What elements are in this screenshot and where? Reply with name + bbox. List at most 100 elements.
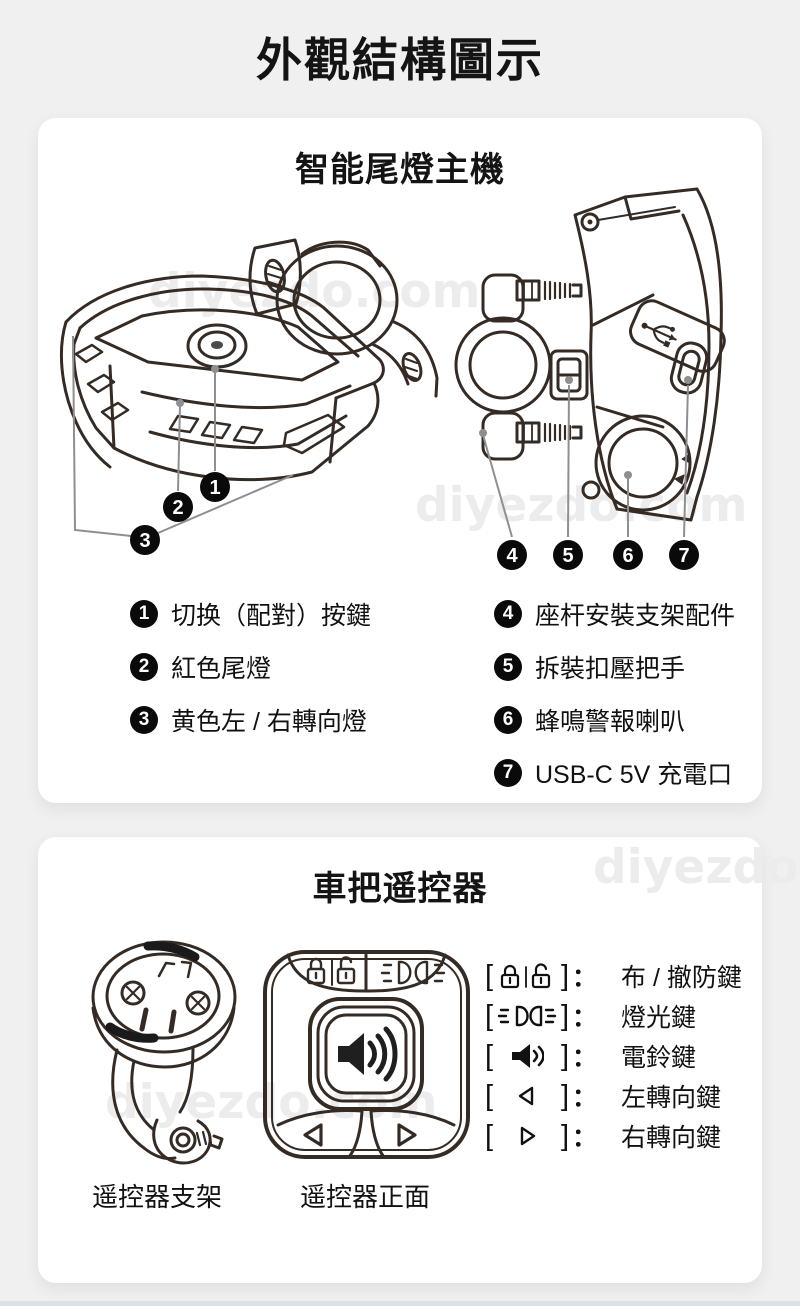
arrow-left-icon <box>515 1085 539 1107</box>
headlight-icon <box>380 960 446 985</box>
callout-3: 3 <box>130 525 160 555</box>
callout-badge: 3 <box>130 706 158 734</box>
right-turn-lens-drawing <box>282 413 346 455</box>
legend-item-5: 5 拆裝扣壓把手 <box>494 649 735 685</box>
callout-2: 2 <box>163 492 193 522</box>
arrow-left-icon <box>303 1123 323 1147</box>
svg-text:5: 5 <box>562 545 573 567</box>
bracket-open: [ <box>485 1039 494 1072</box>
legend-left-turn: [ ] ： 左轉向鍵 <box>485 1078 742 1114</box>
remote-section-card: diyezdo.com 車把遥控器 <box>38 837 762 1283</box>
svg-text:6: 6 <box>622 545 633 567</box>
caption-remote-front: 遥控器正面 <box>299 1182 430 1212</box>
colon: ： <box>572 1004 598 1032</box>
taillight-back-illustration: 4 5 6 7 <box>454 187 726 570</box>
bracket-close: ] <box>560 959 569 992</box>
remote-button-legend: [ <box>485 958 742 1154</box>
callout-4: 4 <box>497 540 527 570</box>
bracket-open: [ <box>485 959 494 992</box>
legend-item-6: 6 蜂鳴警報喇叭 <box>494 702 735 738</box>
arrow-right-icon <box>397 1123 417 1147</box>
legend-right-turn: [ ] ： 右轉向鍵 <box>485 1118 742 1154</box>
taillight-section-title: 智能尾燈主機 <box>295 151 505 189</box>
rail-marks <box>157 960 193 979</box>
button-label: 燈光鍵 <box>621 1004 697 1032</box>
buzzer-drawing <box>594 414 692 512</box>
legend-label: 切换（配對）按鍵 <box>171 602 372 630</box>
colon: ： <box>572 964 598 992</box>
callout-7: 7 <box>669 540 699 570</box>
arrow-right-icon <box>515 1125 539 1147</box>
lock-pair-icon <box>306 956 356 986</box>
remote-section-title: 車把遥控器 <box>312 870 488 908</box>
button-label: 左轉向鍵 <box>621 1084 722 1112</box>
button-label: 電鈴鍵 <box>621 1044 697 1072</box>
callout-1: 1 <box>200 472 230 502</box>
legend-label: 黄色左 / 右轉向燈 <box>171 708 367 736</box>
bracket-close: ] <box>560 1119 569 1152</box>
turn-buttons-drawing <box>276 1109 456 1159</box>
arm-disarm-button-drawing <box>286 953 447 993</box>
taillight-front-illustration: 1 2 3 <box>59 238 439 555</box>
legend-light: [ ] ： 燈光鍵 <box>485 998 742 1034</box>
taillight-legend-left: 1 切换（配對）按鍵 2 紅色尾燈 3 黄色左 / 右轉向燈 <box>130 596 371 738</box>
colon: ： <box>572 1124 598 1152</box>
legend-item-2: 2 紅色尾燈 <box>130 649 371 685</box>
svg-text:1: 1 <box>209 477 220 499</box>
legend-label: 拆裝扣壓把手 <box>535 655 686 683</box>
callout-badge: 1 <box>130 600 158 628</box>
left-turn-lens-drawing <box>74 343 130 422</box>
bracket-screw-right <box>185 990 211 1016</box>
legend-label: 紅色尾燈 <box>171 655 272 683</box>
handlebar-clamp-drawing <box>248 238 439 398</box>
bell-button-drawing <box>308 997 424 1111</box>
callout-5: 5 <box>553 540 583 570</box>
legend-label: 座杆安裝支架配件 <box>535 602 736 630</box>
callout-badge: 4 <box>494 600 522 628</box>
bracket-open: [ <box>485 1079 494 1112</box>
usb-icon <box>641 322 677 348</box>
button-label: 布 / 撤防鍵 <box>621 964 742 992</box>
speaker-icon <box>510 1042 544 1070</box>
page-title: 外觀結構圖示 <box>256 34 544 86</box>
callout-badge: 5 <box>494 653 522 681</box>
lock-pair-icon <box>498 962 556 990</box>
legend-bell: [ ] ： 電鈴鍵 <box>485 1038 742 1074</box>
svg-text:7: 7 <box>678 545 689 567</box>
usb-port-drawing <box>629 299 726 395</box>
callout-badge: 2 <box>130 653 158 681</box>
colon: ： <box>572 1044 598 1072</box>
legend-item-1: 1 切换（配對）按鍵 <box>130 596 371 632</box>
remote-bracket-illustration <box>91 940 237 1165</box>
red-lens-drawing <box>140 384 352 410</box>
callout-badge: 7 <box>494 759 522 787</box>
bottom-accent-strip <box>0 1301 800 1306</box>
legend-item-4: 4 座杆安裝支架配件 <box>494 596 735 632</box>
taillight-body-drawing <box>59 274 385 482</box>
taillight-section-card: diyezdo.com diyezdo.com 智能尾燈主機 <box>38 118 762 803</box>
bracket-open: [ <box>485 999 494 1032</box>
legend-label: USB-C 5V 充電口 <box>535 761 733 789</box>
speaker-icon <box>338 1026 398 1082</box>
caption-remote-bracket: 遥控器支架 <box>91 1182 222 1212</box>
leader-lines <box>72 335 294 537</box>
remote-front-illustration <box>263 950 470 1159</box>
bracket-stem-drawing <box>111 1046 224 1165</box>
leader-lines <box>479 376 692 538</box>
legend-label: 蜂鳴警報喇叭 <box>535 708 686 736</box>
svg-text:2: 2 <box>172 497 183 519</box>
legend-arm-disarm: [ <box>485 958 742 994</box>
bracket-close: ] <box>560 999 569 1032</box>
callout-6: 6 <box>613 540 643 570</box>
callout-badge: 6 <box>494 706 522 734</box>
bracket-close: ] <box>560 1079 569 1112</box>
svg-text:3: 3 <box>139 530 150 552</box>
legend-item-3: 3 黄色左 / 右轉向燈 <box>130 702 371 738</box>
colon: ： <box>572 1084 598 1112</box>
seatpost-bracket-drawing <box>454 273 583 461</box>
bracket-open: [ <box>485 1119 494 1152</box>
bracket-screw-left <box>120 980 146 1006</box>
legend-item-7: 7 USB-C 5V 充電口 <box>494 755 735 791</box>
taillight-legend-right: 4 座杆安裝支架配件 5 拆裝扣壓把手 6 蜂鳴警報喇叭 7 USB-C 5V … <box>494 596 735 791</box>
